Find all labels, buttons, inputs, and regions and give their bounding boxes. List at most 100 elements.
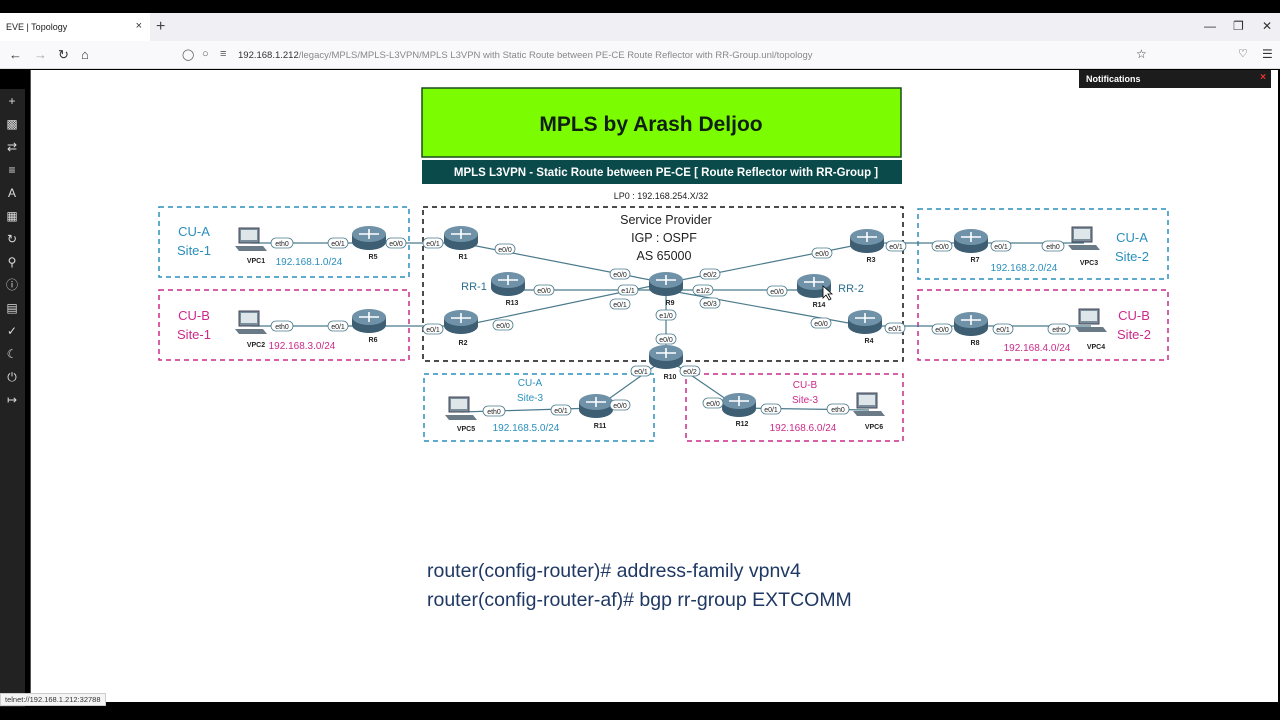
svg-text:e0/1: e0/1 xyxy=(996,327,1010,334)
zoom-icon[interactable]: ⚲ xyxy=(7,255,17,269)
forward-icon[interactable]: → xyxy=(34,47,47,62)
node-label-r11: R11 xyxy=(594,423,607,430)
cua-site2-sublabel: Site-2 xyxy=(1115,249,1149,264)
router-r5-icon[interactable] xyxy=(351,225,387,251)
router-r4-icon[interactable] xyxy=(847,309,883,335)
vpc5-icon[interactable] xyxy=(444,396,478,421)
node-label-r7: R7 xyxy=(971,257,980,264)
router-r1-icon[interactable] xyxy=(443,225,479,251)
pocket-icon[interactable]: ♡ xyxy=(1238,48,1248,60)
iface-label: e0/0 xyxy=(385,237,407,249)
node-label-r13: R13 xyxy=(506,300,519,307)
browser-tab[interactable]: EVE | Topology × xyxy=(0,13,150,41)
iface-label: eth0 xyxy=(826,403,850,415)
notifications-close-icon[interactable]: × xyxy=(1260,72,1266,83)
router-r10-icon[interactable] xyxy=(648,344,684,370)
home-icon[interactable]: ⌂ xyxy=(81,47,89,62)
node-label-r8: R8 xyxy=(971,340,980,347)
vpc4-icon[interactable] xyxy=(1074,308,1108,333)
menu-icon[interactable]: ☰ xyxy=(1262,47,1273,61)
refresh-icon[interactable]: ↻ xyxy=(6,232,18,246)
cua-site3-sublabel: Site-3 xyxy=(517,393,544,404)
lock-icon[interactable]: ○ xyxy=(202,48,209,60)
vpc6-icon[interactable] xyxy=(852,392,886,417)
svg-text:e0/0: e0/0 xyxy=(537,288,551,295)
back-icon[interactable]: ← xyxy=(9,47,22,62)
iface-label: eth0 xyxy=(270,320,294,332)
subtitle-text: MPLS L3VPN - Static Route between PE-CE … xyxy=(454,167,878,179)
address-bar[interactable]: ◯ ○ ≡ 192.168.1.212/legacy/MPLS/MPLS-L3V… xyxy=(176,44,1160,66)
rr2-label: RR-2 xyxy=(838,283,864,295)
iface-label: e1/0 xyxy=(655,309,677,321)
router-r13-icon[interactable] xyxy=(490,271,526,297)
minimize-icon[interactable]: — xyxy=(1204,19,1216,33)
cub-site3-label: CU-B xyxy=(793,380,818,391)
router-r7-icon[interactable] xyxy=(953,228,989,254)
node-label-r2: R2 xyxy=(459,340,468,347)
grid-icon[interactable]: ▦ xyxy=(6,209,18,223)
cub-site1-label: CU-B xyxy=(178,308,210,323)
loopback-label: LP0 : 192.168.254.X/32 xyxy=(614,191,709,201)
link-status-bar: telnet://192.168.1.212:32788 xyxy=(0,693,106,706)
iface-label: e0/1 xyxy=(327,237,349,249)
router-r2-icon[interactable] xyxy=(443,309,479,335)
iface-label: e0/2 xyxy=(699,268,721,280)
svg-text:e0/1: e0/1 xyxy=(426,327,440,334)
logout-icon[interactable]: ↦ xyxy=(6,393,18,407)
router-r9-icon[interactable] xyxy=(648,271,684,297)
router-r8-icon[interactable] xyxy=(953,311,989,337)
new-tab-button[interactable]: + xyxy=(156,18,166,35)
router-r6-icon[interactable] xyxy=(351,308,387,334)
svg-text:e0/0: e0/0 xyxy=(815,251,829,258)
svg-text:e0/1: e0/1 xyxy=(554,408,568,415)
svg-text:e0/1: e0/1 xyxy=(613,302,627,309)
router-r11-icon[interactable] xyxy=(578,393,614,419)
svg-text:e0/1: e0/1 xyxy=(994,244,1008,251)
lock-lab-icon[interactable]: ✓ xyxy=(6,324,18,338)
iface-label: eth0 xyxy=(482,405,506,417)
text-icon[interactable]: A xyxy=(7,186,16,200)
iface-label: eth0 xyxy=(1047,323,1071,335)
navigation-bar: ← → ↻ ⌂ ◯ ○ ≡ 192.168.1.212/legacy/MPLS/… xyxy=(0,41,1280,69)
bookmark-star-icon[interactable]: ☆ xyxy=(1136,47,1147,61)
power-icon[interactable]: ⏻ xyxy=(7,370,17,384)
lab-details-icon[interactable]: ▤ xyxy=(6,301,18,315)
info-icon[interactable]: ⓘ xyxy=(5,278,18,292)
svg-text:e0/1: e0/1 xyxy=(426,241,440,248)
cua-site1-label: CU-A xyxy=(178,224,210,239)
add-node-icon[interactable]: + xyxy=(8,94,16,108)
close-window-icon[interactable]: ✕ xyxy=(1262,19,1273,33)
svg-text:eth0: eth0 xyxy=(831,407,845,414)
cua-site1-box xyxy=(158,206,410,278)
networks-icon[interactable]: ⇄ xyxy=(6,140,18,154)
subnet-5: 192.168.5.0/24 xyxy=(493,423,560,434)
shield-icon[interactable]: ◯ xyxy=(182,49,195,61)
mouse-cursor-icon xyxy=(822,285,834,301)
iface-label: e0/1 xyxy=(609,298,631,310)
startup-config-icon[interactable]: ≡ xyxy=(8,163,16,177)
permissions-icon[interactable]: ≡ xyxy=(220,48,227,60)
notifications-panel[interactable]: Notifications × xyxy=(1079,70,1271,88)
svg-text:e0/0: e0/0 xyxy=(706,401,720,408)
cub-site2-label: CU-B xyxy=(1118,308,1150,323)
bottom-edge xyxy=(0,707,1280,720)
svg-text:eth0: eth0 xyxy=(275,241,289,248)
tab-close-icon[interactable]: × xyxy=(135,20,142,32)
iface-label: e0/1 xyxy=(422,323,444,335)
cua-site3-label: CU-A xyxy=(518,378,543,389)
vpc1-icon[interactable] xyxy=(234,227,268,252)
router-r3-icon[interactable] xyxy=(849,228,885,254)
reload-icon[interactable]: ↻ xyxy=(58,47,69,62)
iface-label: e0/0 xyxy=(533,284,555,296)
vpc2-icon[interactable] xyxy=(234,310,268,335)
subnet-1: 192.168.1.0/24 xyxy=(276,257,343,268)
router-r12-icon[interactable] xyxy=(721,392,757,418)
restore-icon[interactable]: ❐ xyxy=(1233,19,1244,33)
vpc3-icon[interactable] xyxy=(1067,226,1101,251)
iface-label: e0/0 xyxy=(494,243,516,255)
cub-site2-sublabel: Site-2 xyxy=(1117,327,1151,342)
nodes-icon[interactable]: ▩ xyxy=(6,117,18,131)
dark-mode-icon[interactable]: ☾ xyxy=(6,347,18,361)
cub-site3-sublabel: Site-3 xyxy=(792,395,819,406)
